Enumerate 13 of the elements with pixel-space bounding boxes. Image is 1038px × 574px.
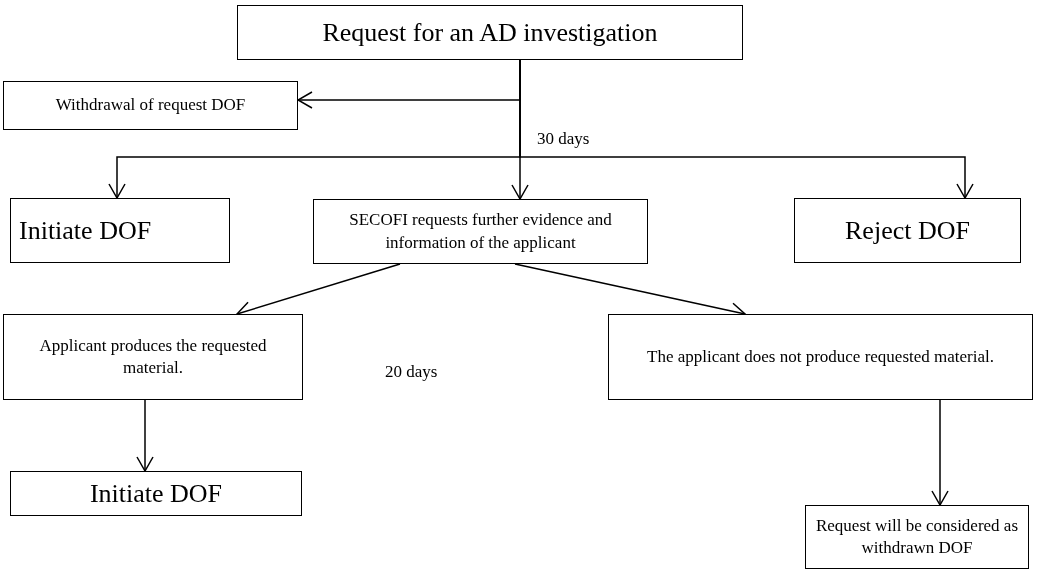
process-box: Reject DOF [794, 198, 1021, 263]
arrow [931, 399, 949, 506]
process-box: Request will be considered as withdrawn DOF [805, 505, 1029, 569]
process-box: Withdrawal of request DOF [3, 81, 298, 130]
process-box: Applicant produces the requested material. [3, 314, 303, 400]
process-box: Initiate DOF [10, 198, 230, 263]
process-box: SECOFI requests further evidence and information of the applicant [313, 199, 648, 264]
process-box: Request for an AD investigation [237, 5, 743, 60]
process-box: The applicant does not produce requested material. [608, 314, 1033, 400]
duration-label: 30 days [537, 129, 590, 149]
duration-label: 20 days [385, 362, 438, 382]
arrow [136, 399, 154, 472]
process-box: Initiate DOF [10, 471, 302, 516]
